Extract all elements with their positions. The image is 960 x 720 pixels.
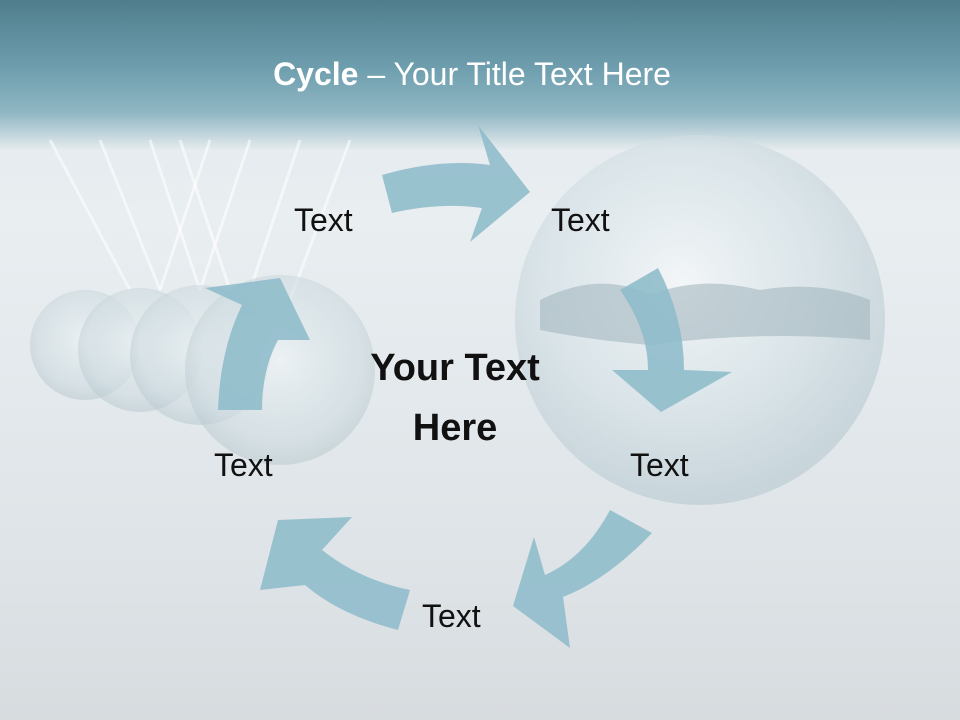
cycle-arrow-2 [612, 268, 732, 412]
large-sphere [515, 135, 885, 505]
cycle-arrow-1 [382, 125, 530, 242]
cycle-arrow-4 [260, 517, 410, 630]
cycle-arrow-5 [205, 278, 310, 410]
center-text: Your Text Here [330, 338, 580, 458]
slide-title: Cycle – Your Title Text Here [0, 52, 944, 96]
cycle-arrow-3 [513, 510, 652, 648]
cycle-step-label-1: Text [294, 202, 353, 238]
cycle-step-label-3: Text [630, 447, 689, 483]
center-text-line-2: Here [412, 407, 498, 449]
cycle-step-label-5: Text [214, 447, 273, 483]
center-text-line-1: Your Text [370, 347, 540, 389]
cradle-strings [48, 139, 352, 301]
slide-title-rest: – Your Title Text Here [358, 56, 671, 92]
small-spheres [30, 275, 375, 465]
slide-title-bold: Cycle [273, 56, 359, 92]
cycle-step-label-2: Text [551, 202, 610, 238]
cycle-step-label-4: Text [422, 598, 481, 634]
title-band [0, 0, 960, 150]
